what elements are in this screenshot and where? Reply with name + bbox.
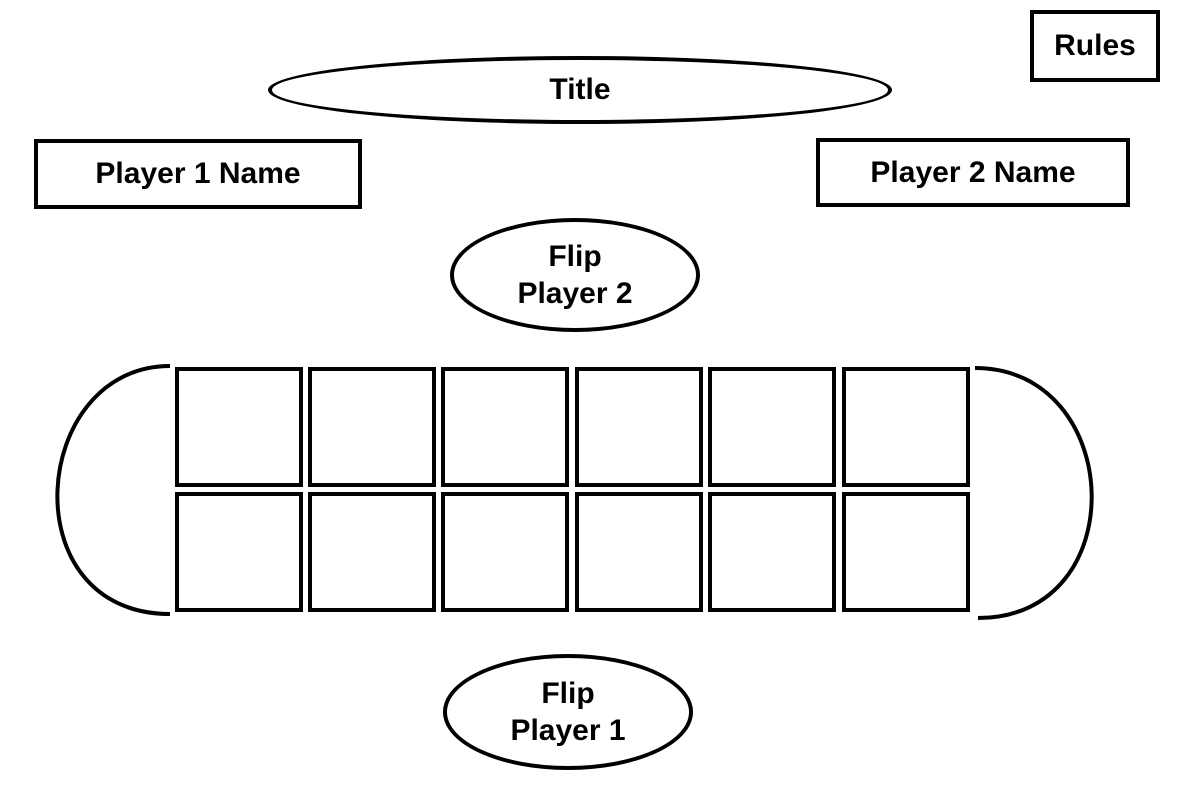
flip-player2-line2: Player 2 [517, 277, 633, 310]
rules-label: Rules [1054, 29, 1136, 63]
pit-row2-col4[interactable] [575, 492, 703, 612]
pit-row1-col6[interactable] [842, 367, 970, 487]
pit-row1-col1[interactable] [175, 367, 303, 487]
pit-row2-col1[interactable] [175, 492, 303, 612]
left-store [55, 364, 171, 616]
right-store [974, 366, 1094, 620]
flip-player2-button[interactable]: Flip Player 2 [450, 218, 700, 332]
pit-row1-col2[interactable] [308, 367, 436, 487]
pit-row1-col4[interactable] [575, 367, 703, 487]
flip-player1-button[interactable]: Flip Player 1 [443, 654, 693, 770]
game-title: Title [268, 56, 892, 124]
pit-row2-col5[interactable] [708, 492, 836, 612]
pit-row2-col3[interactable] [441, 492, 569, 612]
flip-player1-line1: Flip [541, 676, 595, 710]
pit-row1-col5[interactable] [708, 367, 836, 487]
flip-player1-line2: Player 1 [510, 714, 626, 747]
player2-name-field[interactable]: Player 2 Name [816, 138, 1130, 207]
pit-row2-col2[interactable] [308, 492, 436, 612]
player1-name-label: Player 1 Name [95, 157, 301, 191]
title-label: Title [549, 73, 611, 107]
flip-player2-line1: Flip [548, 239, 602, 273]
pit-row1-col3[interactable] [441, 367, 569, 487]
player1-name-field[interactable]: Player 1 Name [34, 139, 362, 209]
rules-button[interactable]: Rules [1030, 10, 1160, 82]
player2-name-label: Player 2 Name [870, 155, 1076, 189]
pit-row2-col6[interactable] [842, 492, 970, 612]
